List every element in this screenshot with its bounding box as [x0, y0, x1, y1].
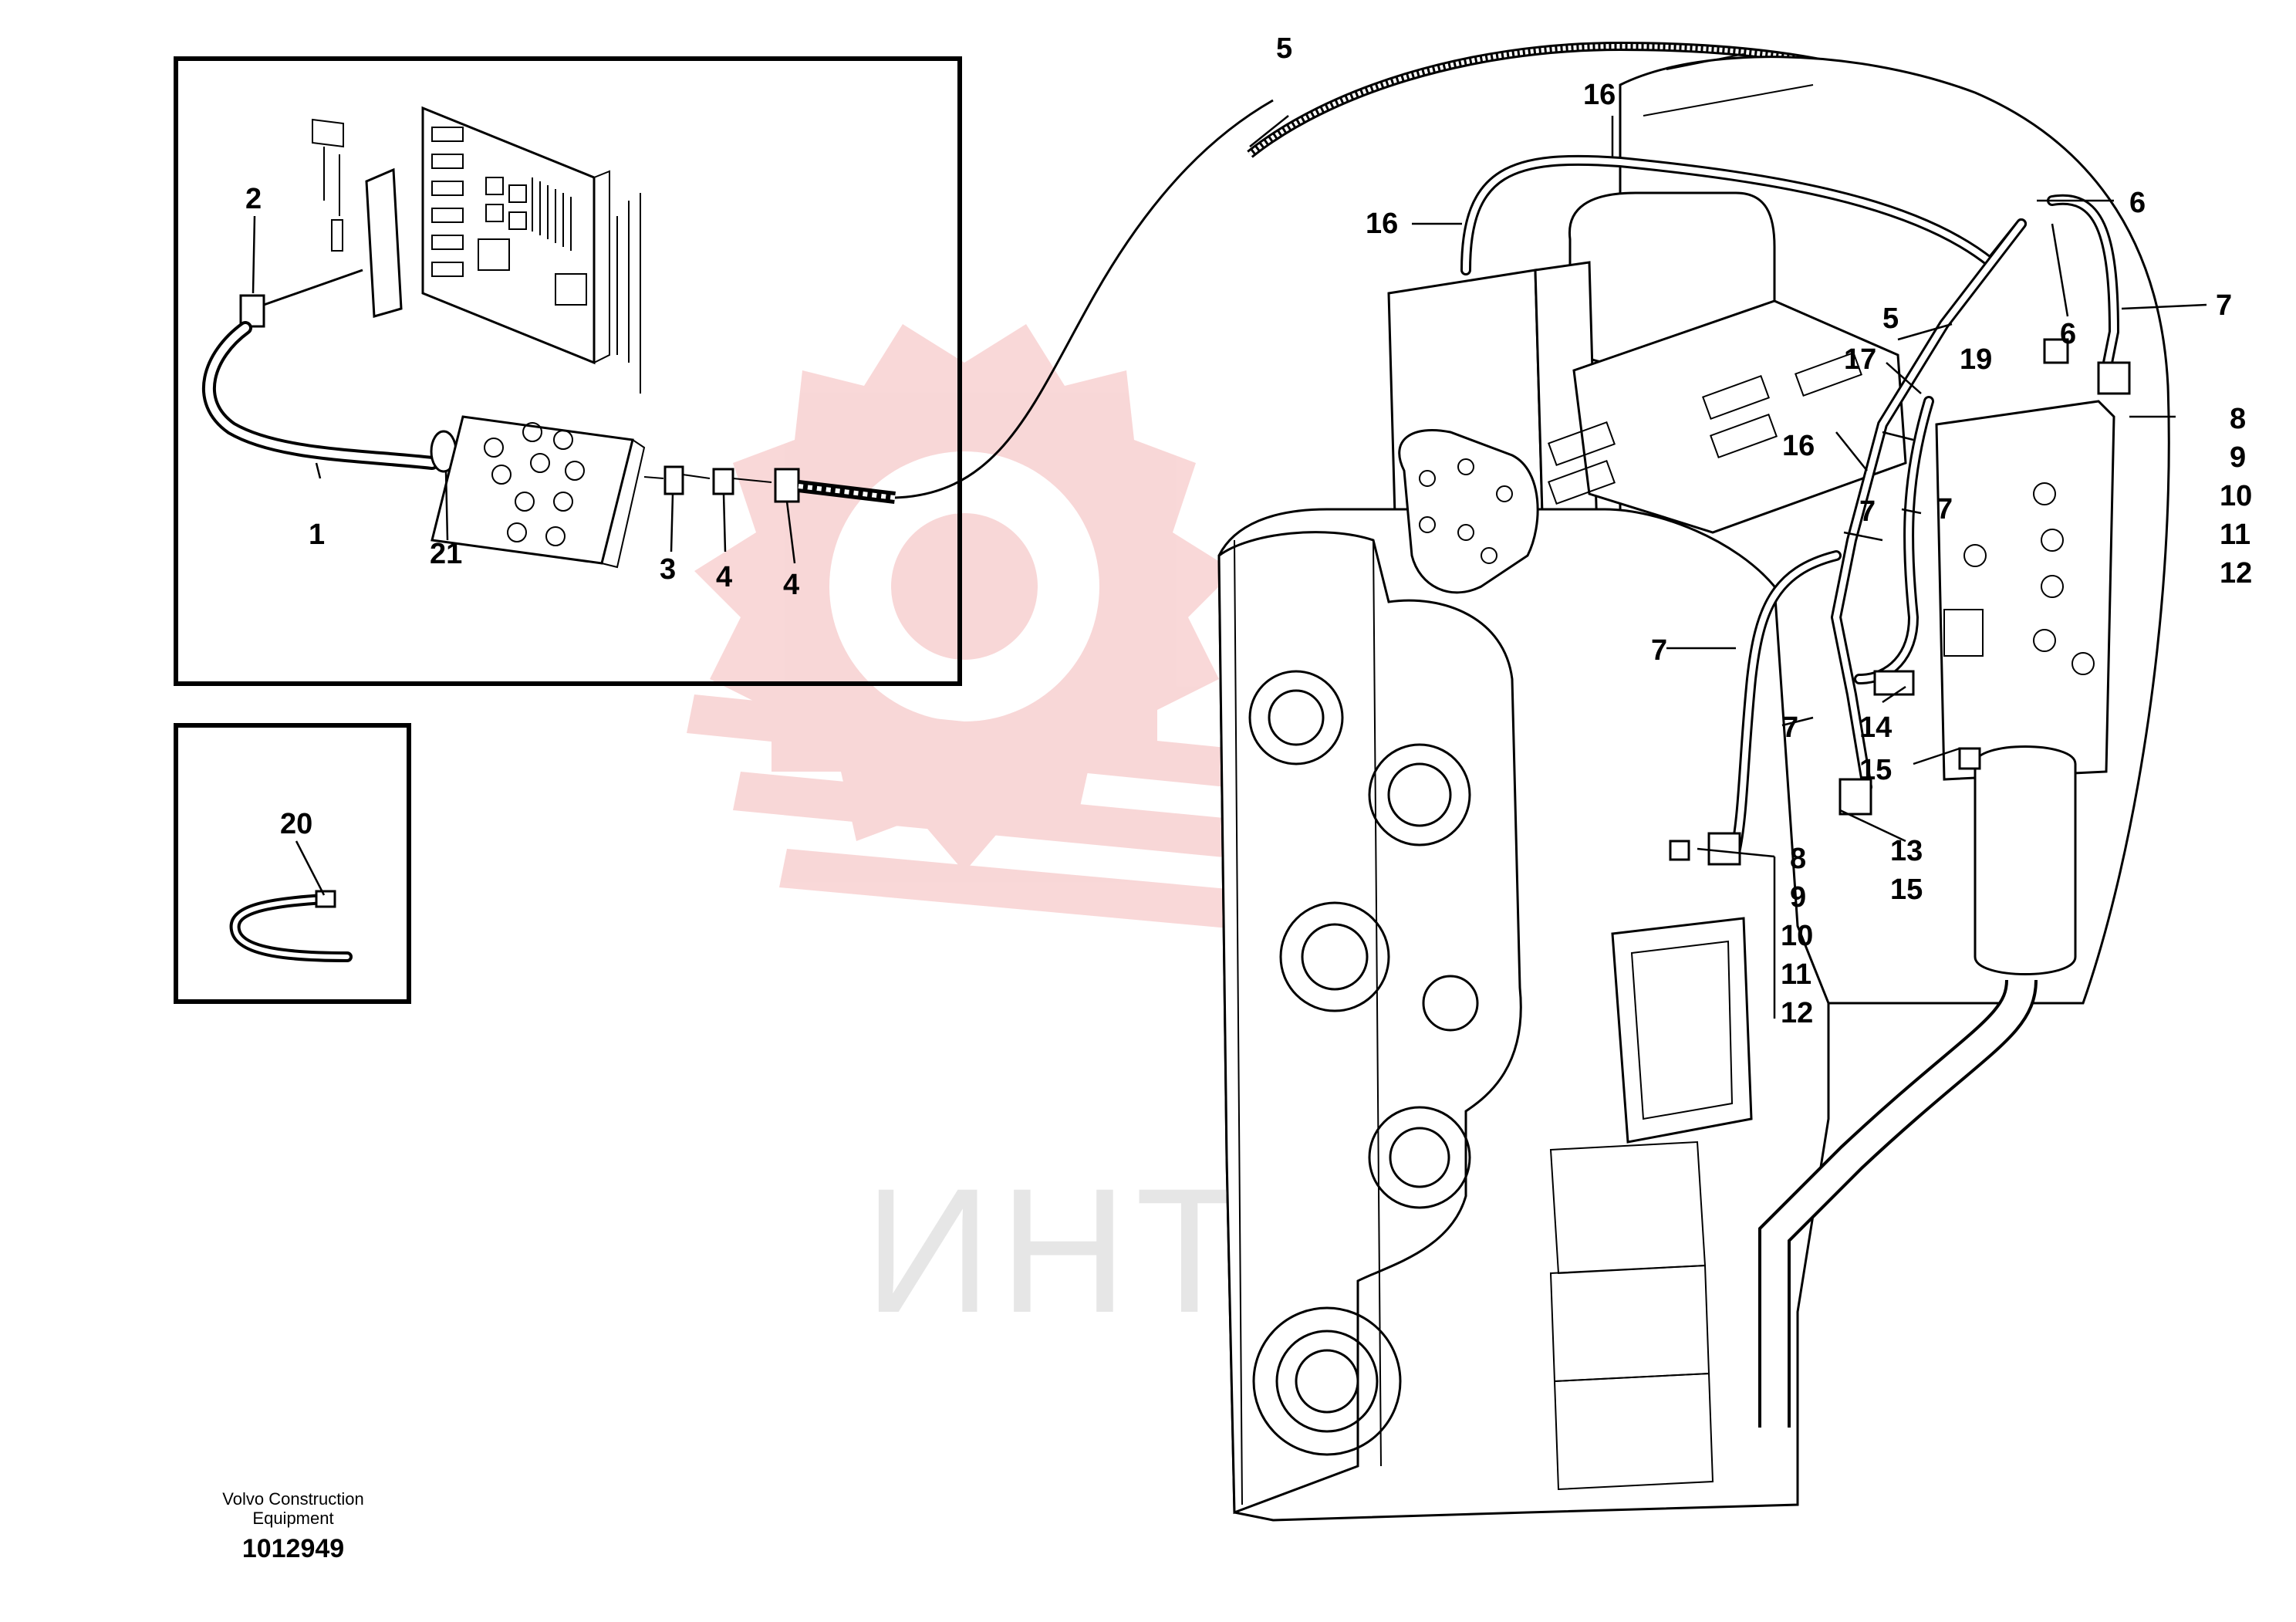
callout-15a: 15 — [1859, 754, 1892, 786]
callout-3: 3 — [660, 553, 676, 586]
callout-7c: 7 — [1936, 493, 1953, 525]
callout-16c: 16 — [1782, 430, 1815, 462]
part-number: 1012949 — [242, 1534, 344, 1563]
hose-lines — [1460, 154, 2131, 866]
callout-21: 21 — [430, 538, 462, 570]
speed-sensor-cable — [894, 99, 1274, 499]
callout-7e: 7 — [1782, 711, 1798, 744]
transmission-housing — [1217, 53, 2170, 1522]
callout-7d: 7 — [1651, 634, 1667, 667]
hydraulic-pump — [1398, 299, 1907, 594]
callout-9-right: 9 — [2230, 441, 2246, 474]
callout-8-mid: 8 — [1790, 843, 1806, 875]
callout-16b: 16 — [1366, 208, 1398, 240]
callout-8-right: 8 — [2230, 403, 2246, 435]
credit-line-1: Volvo Construction — [222, 1489, 363, 1509]
callout-10-mid: 10 — [1781, 920, 1813, 952]
callout-labels: 1 2 3 4 4 21 20 5 16 16 6 7 6 5 17 19 16… — [245, 32, 2252, 1029]
inset-box-cable-assembly — [174, 56, 962, 686]
credit-line-2: Equipment — [252, 1509, 333, 1528]
callout-19: 19 — [1960, 343, 1992, 376]
callout-12-right: 12 — [2220, 557, 2252, 590]
callout-1: 1 — [309, 519, 325, 551]
callout-9-mid: 9 — [1790, 881, 1806, 914]
callout-6b: 6 — [2060, 318, 2076, 350]
callout-5b: 5 — [1882, 302, 1899, 335]
callout-13: 13 — [1890, 835, 1923, 867]
callout-7b: 7 — [1859, 495, 1876, 528]
callout-17: 17 — [1844, 343, 1876, 376]
callout-15b: 15 — [1890, 874, 1923, 906]
watermark-logo — [687, 324, 1466, 949]
callout-12-mid: 12 — [1781, 997, 1813, 1029]
inset-box-cable-tie — [174, 723, 411, 1004]
callout-11-mid: 11 — [1781, 958, 1811, 991]
callout-7a: 7 — [2216, 289, 2232, 322]
credit-block: Volvo Construction Equipment 1012949 — [222, 1489, 363, 1563]
callout-20: 20 — [280, 808, 312, 840]
callout-16a: 16 — [1583, 79, 1616, 111]
callout-4b: 4 — [783, 569, 799, 601]
callout-2: 2 — [245, 183, 262, 215]
callout-10-right: 10 — [2220, 480, 2252, 512]
callout-6a: 6 — [2129, 187, 2146, 219]
callout-5a: 5 — [1276, 32, 1292, 65]
leader-lines — [252, 115, 2207, 1019]
callout-14: 14 — [1859, 711, 1892, 744]
callout-4a: 4 — [716, 561, 732, 593]
callout-11-right: 11 — [2220, 519, 2250, 551]
